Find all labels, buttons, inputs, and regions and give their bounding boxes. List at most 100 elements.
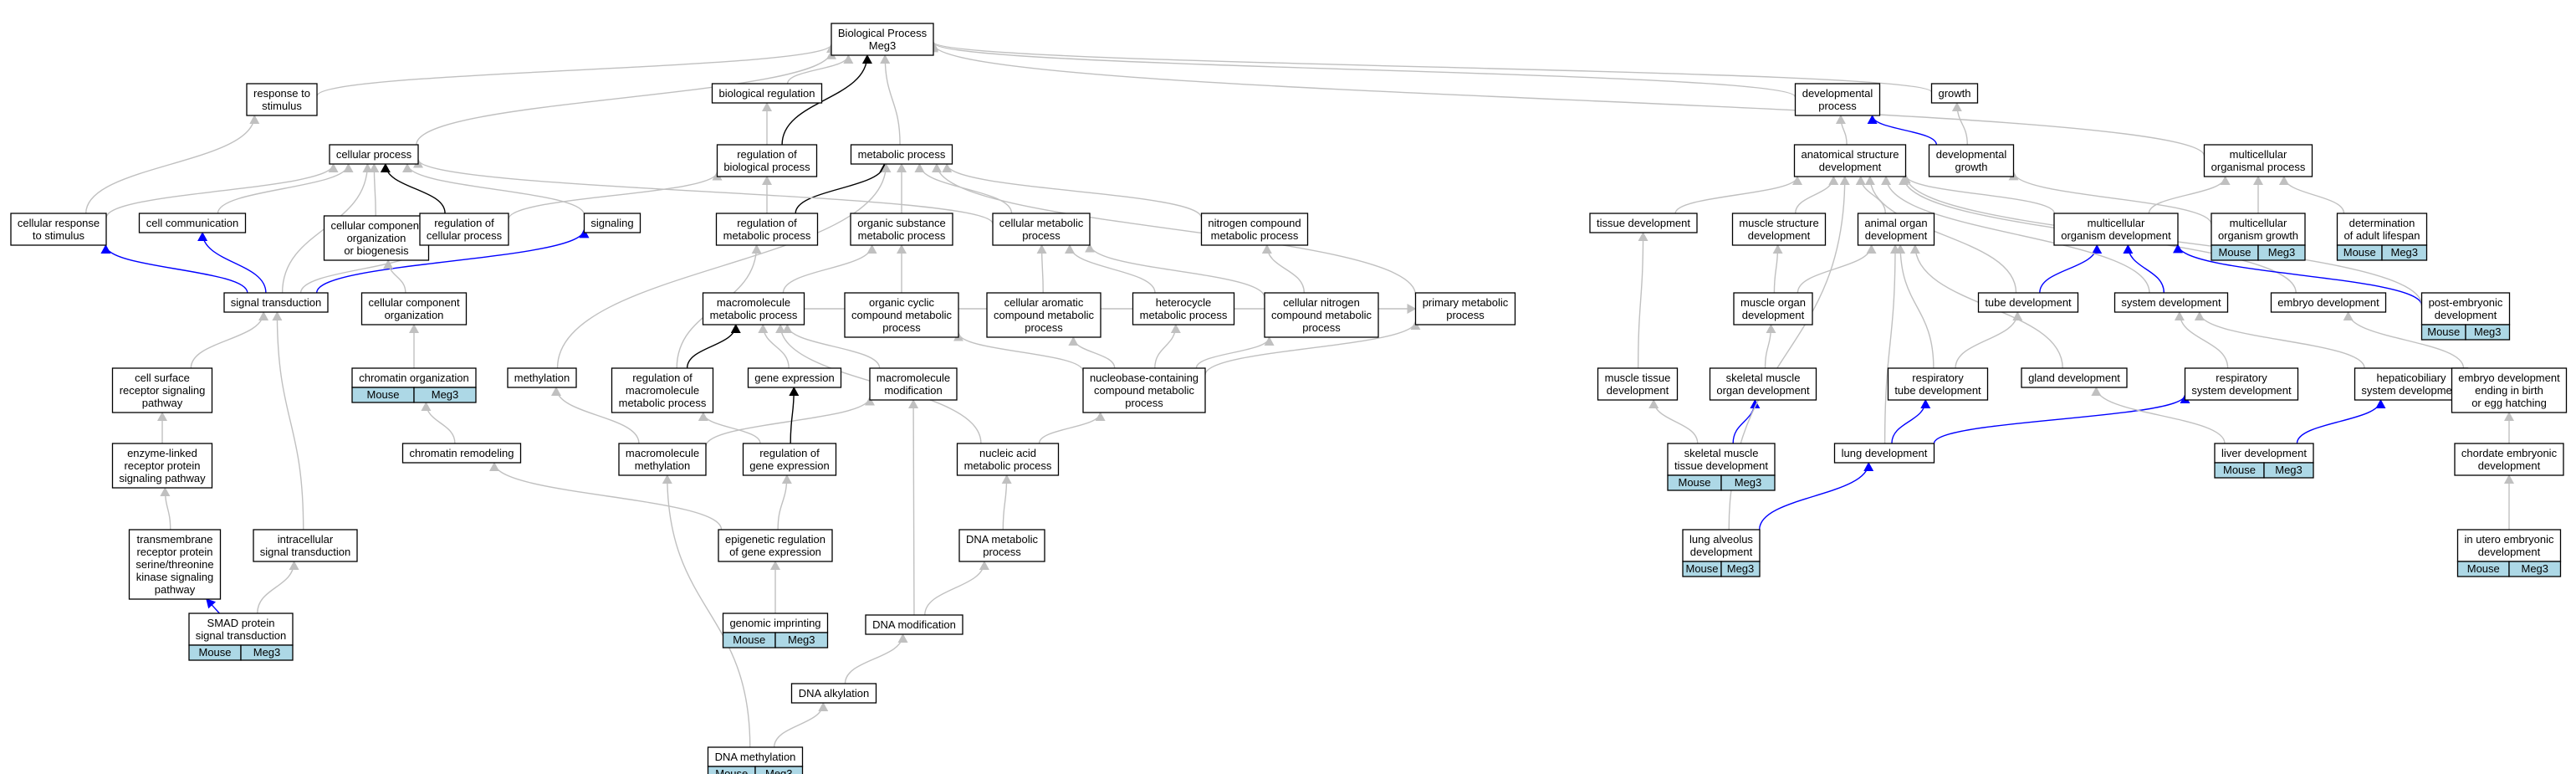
node-box	[507, 367, 577, 388]
node-label-line: metabolic process	[964, 459, 1052, 472]
node-growth[interactable]: growth	[1930, 83, 1979, 104]
edge-is_a-cncmp-to-cmp	[1085, 243, 1265, 298]
edge-is_a-pmp-to-metp	[932, 163, 1417, 295]
node-box	[865, 614, 963, 635]
node-label-line: DNA metabolic	[966, 533, 1038, 546]
node-box	[1887, 367, 1989, 401]
node-signaling[interactable]: signaling	[583, 213, 641, 233]
node-box	[1793, 144, 1907, 177]
node-metp[interactable]: metabolic process	[850, 144, 953, 165]
edge-is_a-nbcmp-to-occmp	[953, 331, 1084, 372]
node-cc[interactable]: cell communication	[138, 213, 247, 233]
node-box	[1930, 83, 1979, 104]
edge-is_a-csrs-to-sigtrans	[190, 311, 269, 369]
edge-is_a-dnamod-to-dnamp	[924, 561, 989, 616]
node-embd[interactable]: embryo development	[2270, 292, 2387, 313]
node-breg[interactable]: biological regulation	[711, 83, 823, 104]
gene-tag	[2381, 244, 2428, 261]
node-label-line: tissue development	[1597, 217, 1690, 229]
edge-regulates-regge-to-geneexp	[789, 387, 800, 444]
node-box	[1857, 213, 1935, 246]
node-label-line: nucleobase-containing	[1090, 372, 1199, 384]
edge-is_a-tubed-to-asd	[1864, 176, 2017, 294]
node-box	[702, 292, 805, 325]
node-cellp[interactable]: cellular process	[329, 144, 419, 165]
node-sigtrans[interactable]: signal transduction	[223, 292, 329, 313]
node-tissued[interactable]: tissue development	[1589, 213, 1698, 233]
node-lungd[interactable]: lung development	[1833, 443, 1935, 464]
node-dnamod[interactable]: DNA modification	[865, 614, 963, 635]
node-dnaalk[interactable]: DNA alkylation	[790, 683, 877, 704]
node-label-line: of gene expression	[729, 546, 821, 558]
node-geneexp[interactable]: gene expression	[747, 367, 842, 388]
node-label-line: anatomical structure	[1801, 148, 1899, 161]
node-glandd[interactable]: gland development	[2021, 367, 2128, 388]
gene-label: Meg3	[2390, 246, 2418, 259]
species-label: Mouse	[198, 646, 231, 659]
edge-part_of-lungd-to-rtd	[1891, 399, 1931, 444]
node-tubed[interactable]: tube development	[1977, 292, 2079, 313]
node-sysd[interactable]: system development	[2113, 292, 2229, 313]
node-label-line: hepaticobiliary	[2376, 372, 2446, 384]
node-methylation[interactable]: methylation	[507, 367, 577, 388]
node-box	[790, 683, 877, 704]
node-label-line: respiratory	[1912, 372, 1964, 384]
node-chromrem[interactable]: chromatin remodeling	[401, 443, 522, 464]
